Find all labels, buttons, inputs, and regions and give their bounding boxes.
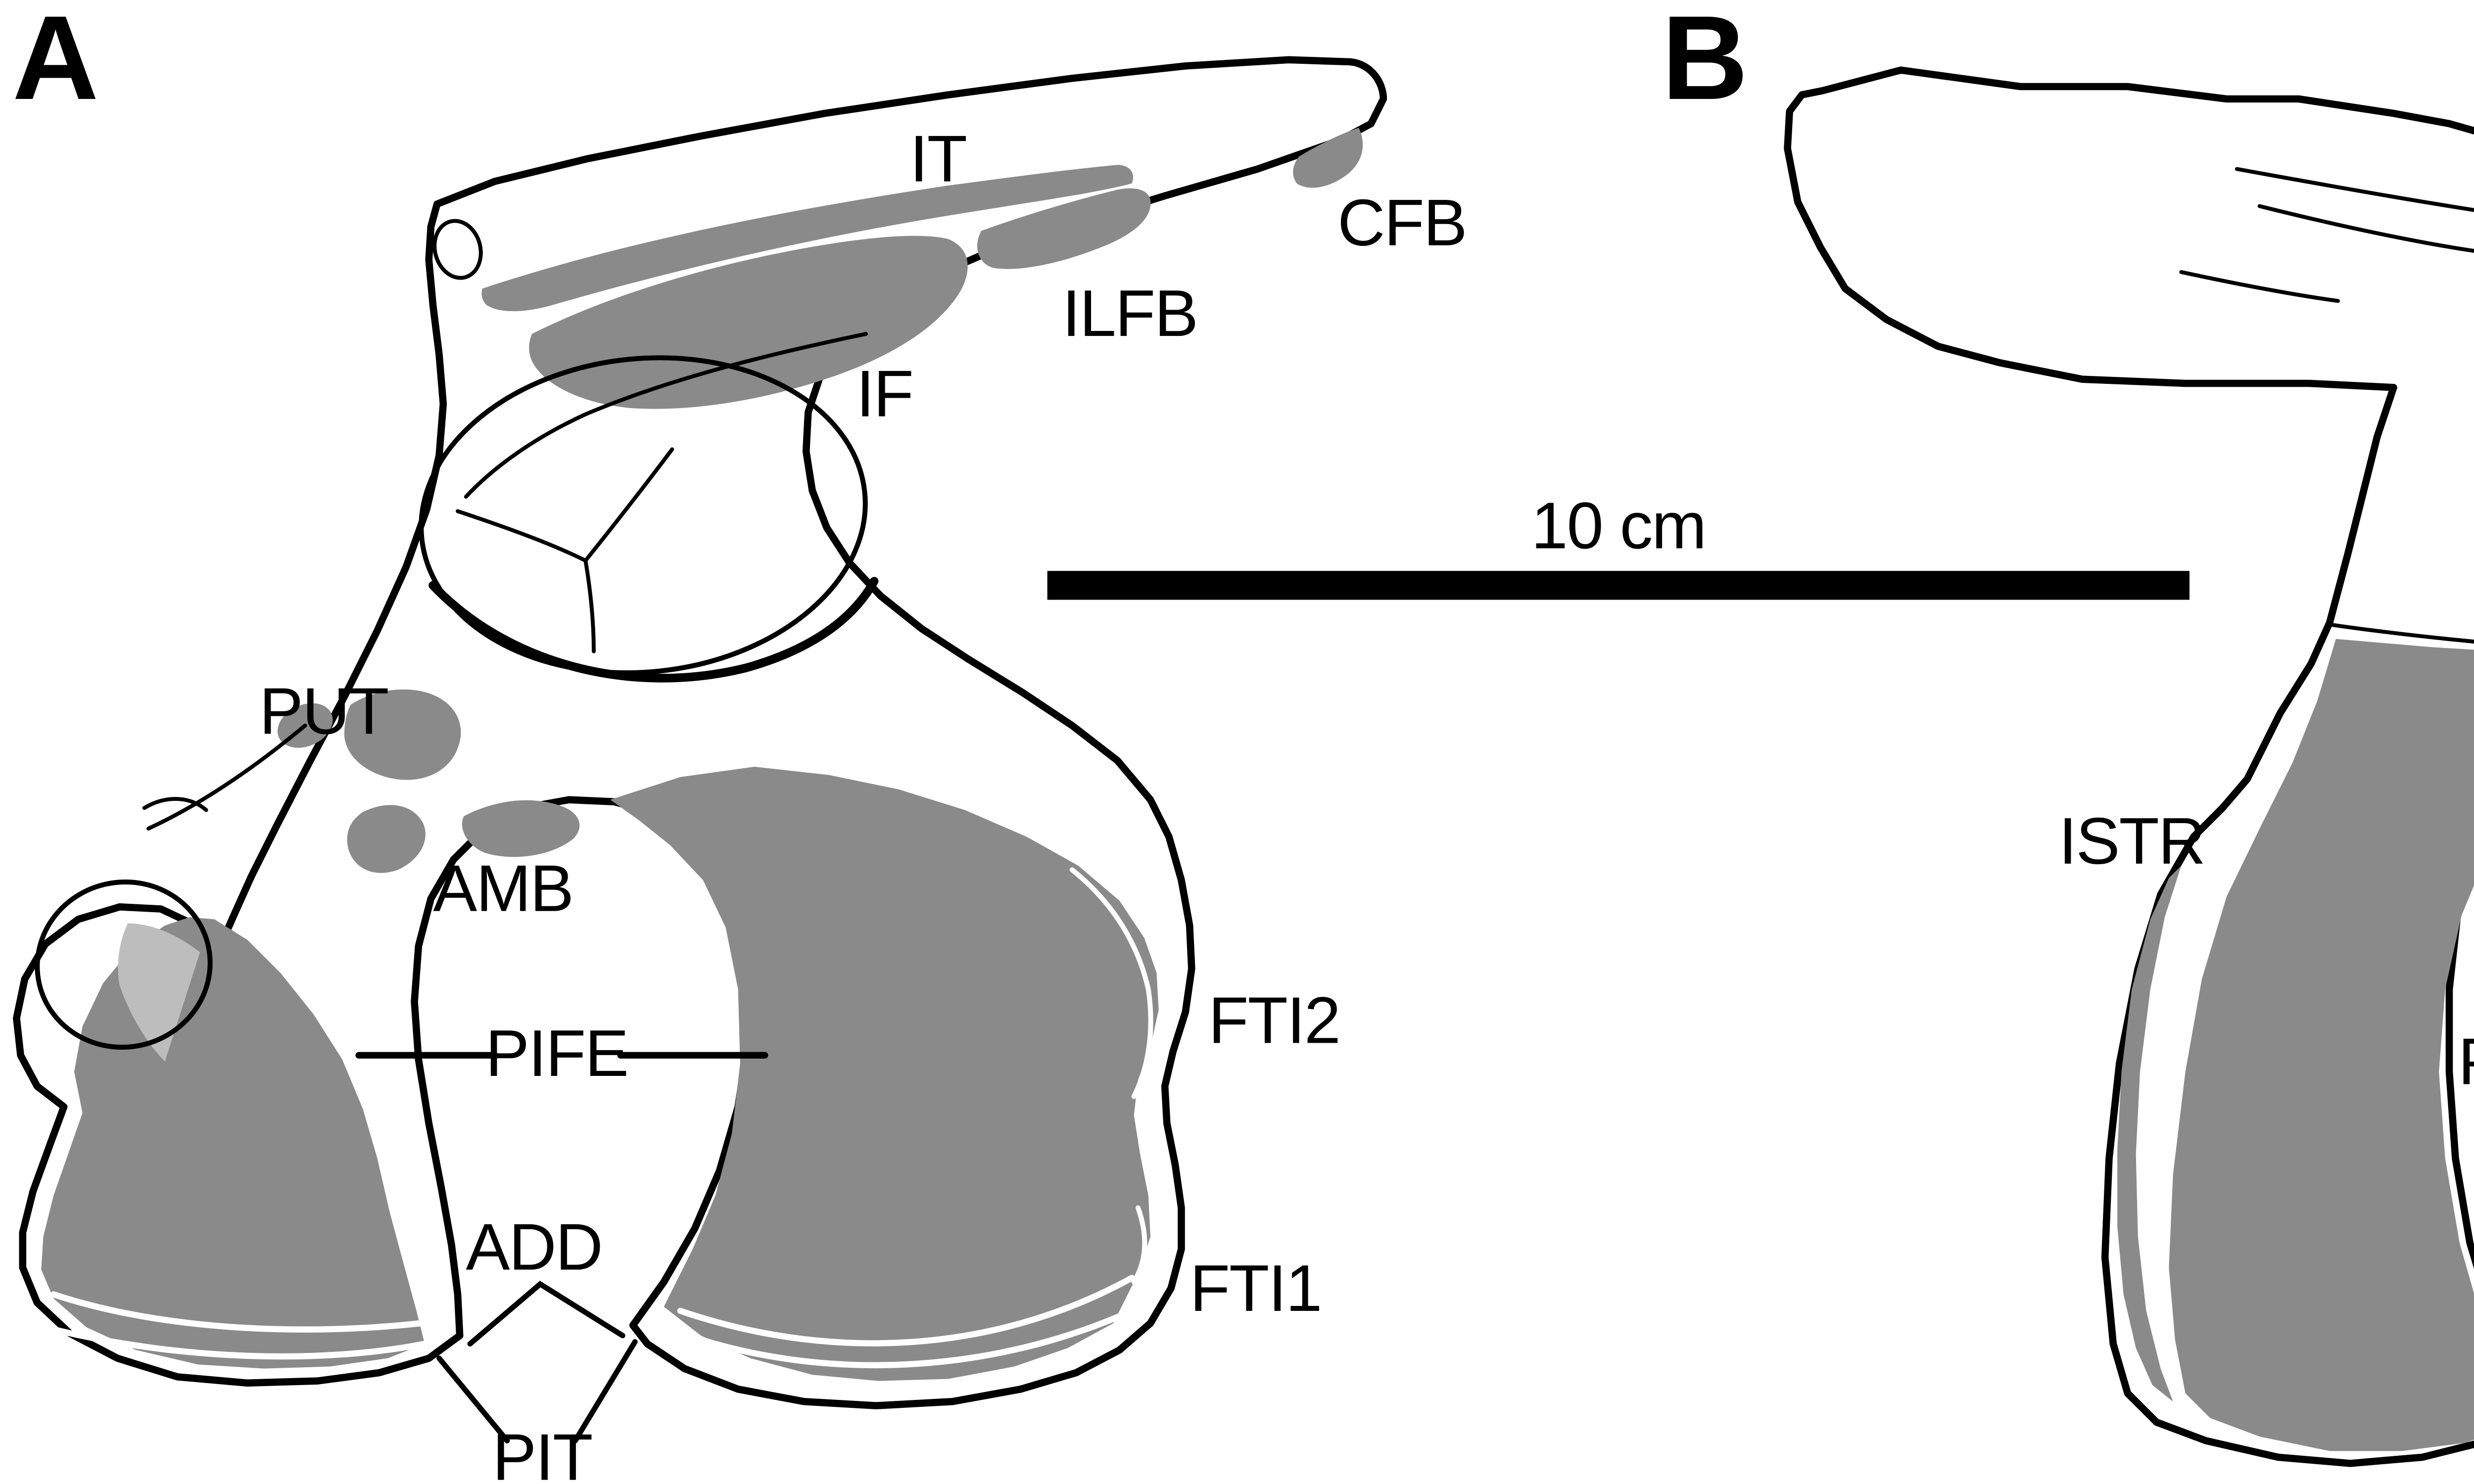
fti2-separator-line [1069, 867, 1153, 1099]
pubic-boot-rim [35, 879, 213, 1050]
panel-a [13, 56, 1387, 1443]
acetabulum-suture-left [456, 509, 588, 563]
muscle-scar-mid-blob [347, 805, 426, 873]
label-pife: PIFE [485, 1017, 628, 1090]
label-pifi12: PIFI1+2 [2458, 1025, 2474, 1099]
label-amb: AMB [433, 852, 573, 926]
left-mass-stripe-1 [50, 1291, 424, 1333]
muscle-band-left-process [2169, 639, 2474, 1451]
knob-oval-line [432, 219, 483, 280]
label-fti2: FTI2 [1208, 983, 1340, 1057]
muscle-light-wedge [118, 923, 200, 1062]
scale-bar: 10 cm [1047, 489, 2189, 600]
right-mass-stripe-1 [677, 1275, 1135, 1346]
acetabulum-suture-lower [583, 558, 596, 653]
label-pit: PIT [492, 1421, 592, 1484]
boot-top-arc [142, 797, 208, 812]
label-add: ADD [466, 1210, 602, 1284]
acetabulum-lower-arc [428, 577, 879, 683]
acetabulum-suture-upper [583, 447, 674, 563]
panel-b-letter: B [1662, 0, 1748, 125]
left-mass-stripe-2 [42, 1324, 428, 1360]
label-istr: ISTR [2059, 804, 2205, 878]
blade-ridge-line-2 [2257, 204, 2474, 253]
add-leader-lines [467, 1281, 625, 1347]
muscle-ilfb-scar-distal [977, 188, 1151, 269]
scale-bar-rect [1047, 571, 2189, 600]
muscle-mass-left-pubic [41, 917, 425, 1369]
muscle-amb-scar [462, 800, 580, 857]
muscle-mass-right-ischial [610, 767, 1159, 1381]
acetabulum-rim [419, 355, 868, 676]
iliac-crest-line [464, 332, 868, 499]
label-it: IT [910, 122, 966, 196]
pit-leader-right [572, 1339, 638, 1443]
pit-leader-left [436, 1355, 510, 1443]
muscle-ilfb-scar-main [529, 235, 968, 409]
panel-a-letter: A [12, 0, 99, 125]
label-cfb: CFB [1337, 186, 1466, 260]
scale-bar-label: 10 cm [1531, 489, 1706, 562]
fti1-separator-line [1131, 1205, 1147, 1285]
muscle-istr-sliver [2117, 866, 2182, 1402]
pubis-suture-line [146, 723, 307, 831]
suture-left [2328, 622, 2474, 644]
label-fti1: FTI1 [1190, 1252, 1322, 1325]
muscle-cfb-scar [1293, 128, 1363, 188]
label-if: IF [856, 357, 912, 431]
muscle-put-scar-large [344, 689, 461, 780]
blade-ridge-line-3 [2179, 270, 2340, 303]
blade-ridge-line-1 [2235, 167, 2474, 212]
panel-b [1784, 66, 2474, 1467]
right-mass-stripe-2 [698, 1307, 1135, 1369]
label-put: PUT [259, 674, 388, 748]
muscle-it-scar [481, 165, 1134, 312]
label-ilfb: ILFB [1062, 277, 1197, 350]
